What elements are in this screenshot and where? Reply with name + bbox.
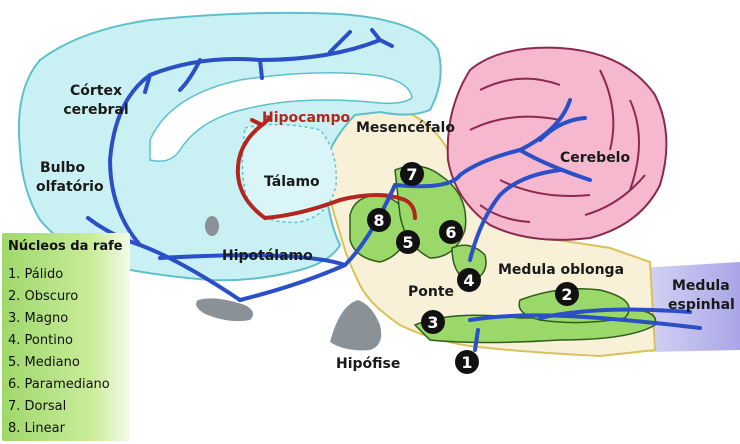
- legend-item: 8. Linear: [8, 418, 110, 440]
- spinal-label-line2: espinhal: [668, 297, 735, 313]
- marker-2-label: 2: [561, 285, 572, 304]
- marker-4: 4: [457, 268, 481, 292]
- pons-label: Ponte: [408, 284, 454, 300]
- cerebellum-label: Cerebelo: [560, 150, 630, 166]
- spinal-label-line1: Medula: [672, 278, 730, 294]
- legend-item: 4. Pontino: [8, 330, 110, 352]
- marker-5-label: 5: [402, 233, 413, 252]
- legend-item: 6. Paramediano: [8, 374, 110, 396]
- optic-shape: [196, 298, 253, 321]
- midbrain-label: Mesencéfalo: [356, 120, 455, 136]
- marker-5: 5: [396, 230, 420, 254]
- marker-1: 1: [455, 350, 479, 374]
- medulla-label: Medula oblonga: [498, 262, 624, 278]
- bulb-label-line1: Bulbo: [40, 160, 85, 176]
- legend-item: 2. Obscuro: [8, 286, 110, 308]
- marker-7: 7: [400, 162, 424, 186]
- marker-4-label: 4: [463, 271, 474, 290]
- pituitary-shape: [330, 300, 381, 350]
- marker-7-label: 7: [406, 165, 417, 184]
- marker-2: 2: [555, 282, 579, 306]
- cerebellum-shape: [448, 48, 667, 240]
- marker-1-label: 1: [461, 353, 472, 372]
- marker-8: 8: [367, 208, 391, 232]
- marker-6: 6: [439, 220, 463, 244]
- hypothalamus-label: Hipotálamo: [222, 248, 313, 264]
- legend-list: 1. Pálido 2. Obscuro 3. Magno 4. Pontino…: [8, 264, 110, 440]
- thalamus-label: Tálamo: [264, 174, 320, 190]
- marker-6-label: 6: [445, 223, 456, 242]
- legend-item: 5. Mediano: [8, 352, 110, 374]
- marker-8-label: 8: [373, 211, 384, 230]
- cortex-label-line1: Córtex: [70, 83, 122, 99]
- bulb-label-line2: olfatório: [36, 179, 104, 195]
- legend-title: Núcleos da rafe: [8, 239, 123, 254]
- raphe-nuclei-legend: Núcleos da rafe 1. Pálido 2. Obscuro 3. …: [2, 233, 130, 441]
- legend-item: 1. Pálido: [8, 264, 110, 286]
- hippocampus-label: Hipocampo: [262, 110, 351, 126]
- pituitary-label: Hipófise: [336, 356, 400, 372]
- legend-item: 3. Magno: [8, 308, 110, 330]
- grey-nucleus-shape: [205, 216, 219, 236]
- marker-3: 3: [421, 310, 445, 334]
- cortex-label-line2: cerebral: [63, 102, 128, 118]
- legend-item: 7. Dorsal: [8, 396, 110, 418]
- marker-3-label: 3: [427, 313, 438, 332]
